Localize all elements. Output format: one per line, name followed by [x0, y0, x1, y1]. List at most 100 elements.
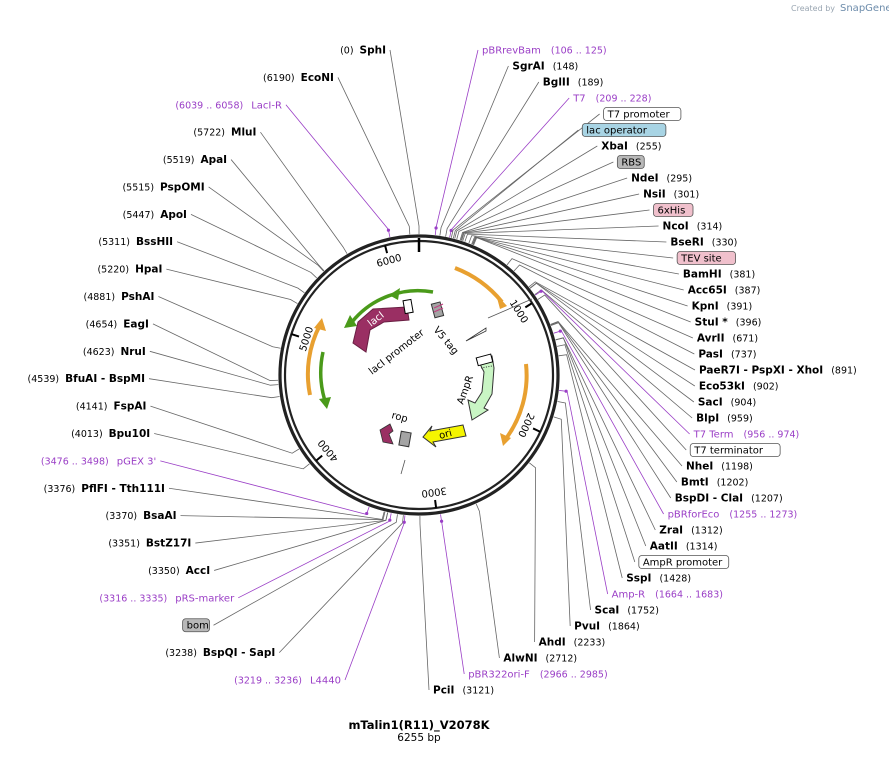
label-sphi[interactable]: (0)SphI: [340, 45, 386, 57]
primer-name: (6039 .. 6058)LacI-R: [175, 100, 282, 111]
ring-tick-label: 1000: [507, 298, 530, 325]
enzyme-label: PciI(3121): [433, 685, 494, 697]
enzyme-label: NcoI(314): [663, 221, 723, 233]
label-mlui[interactable]: (5722)MluI: [193, 127, 256, 139]
label-t7[interactable]: T7(209 .. 228): [572, 94, 651, 105]
label-bpu10i[interactable]: (4013)Bpu10I: [71, 428, 150, 440]
label-tevsite[interactable]: TEV site: [676, 251, 736, 265]
label-fspai[interactable]: (4141)FspAI: [76, 401, 147, 413]
label-nhei[interactable]: NheI(1198): [686, 461, 753, 473]
label-bsshii[interactable]: (5311)BssHII: [98, 236, 173, 248]
label-l4440[interactable]: (3219 .. 3236)L4440: [234, 676, 341, 687]
label-bglii[interactable]: BglII(189): [543, 77, 603, 89]
label-6xhis[interactable]: 6xHis: [653, 203, 694, 217]
label-xbai[interactable]: XbaI(255): [601, 141, 661, 153]
leader-line-avrii: [506, 258, 694, 339]
label-apoi[interactable]: (5447)ApoI: [123, 209, 187, 221]
label-ncoi[interactable]: NcoI(314): [663, 221, 723, 233]
label-t7term[interactable]: T7 Term(956 .. 974): [693, 430, 800, 441]
primer-name-text: pGEX 3': [117, 456, 157, 467]
primer-name: T7(209 .. 228): [572, 94, 651, 105]
leader-line-eagi: [152, 323, 279, 381]
label-bstz17i[interactable]: (3351)BstZ17I: [108, 538, 191, 550]
laci-promoter-label: lacI promoter: [367, 327, 427, 377]
label-zrai[interactable]: ZraI(1312): [659, 525, 722, 537]
enzyme-position: (330): [712, 238, 738, 249]
primer-range: (1255 .. 1273): [729, 510, 797, 521]
leader-line-paer7i: [528, 281, 696, 371]
label-scai[interactable]: ScaI(1752): [595, 605, 659, 617]
enzyme-label: (4654)EagI: [86, 318, 149, 330]
label-pbr322ori[interactable]: pBR322ori-F(2966 .. 2985): [468, 670, 607, 681]
label-bsaai[interactable]: (3370)BsaAI: [106, 510, 177, 522]
label-pgex3[interactable]: (3476 .. 3498)pGEX 3': [41, 456, 156, 467]
enzyme-name: PciI: [433, 685, 454, 697]
label-nrui[interactable]: (4623)NruI: [83, 346, 146, 358]
label-sgrai[interactable]: SgrAI(148): [512, 61, 578, 73]
v5-tag-label: V5 tag: [431, 325, 460, 357]
enzyme-label: (6190)EcoNI: [263, 72, 334, 84]
label-bamhi[interactable]: BamHI(381): [683, 269, 755, 281]
feature-box: [689, 443, 781, 457]
primer-marker-ampr: [564, 389, 568, 393]
leader-line-bpu10i: [154, 433, 310, 470]
leader-line-apai: [230, 159, 325, 272]
label-pbrforeco[interactable]: pBRforEco(1255 .. 1273): [668, 510, 798, 521]
label-acci[interactable]: (3350)AccI: [148, 565, 210, 577]
label-pspomi[interactable]: (5515)PspOMI: [122, 181, 204, 193]
label-bspqi[interactable]: (3238)BspQI - SapI: [165, 647, 275, 659]
label-prs-marker[interactable]: (3316 .. 3335)pRS-marker: [99, 593, 235, 604]
label-pbrrevbam[interactable]: pBRrevBam(106 .. 125): [482, 46, 607, 57]
label-pcii[interactable]: PciI(3121): [433, 685, 494, 697]
leader-line-pcii: [419, 515, 430, 691]
label-bfuai[interactable]: (4539)BfuAI - BspMI: [28, 373, 145, 385]
label-avrii[interactable]: AvrII(671): [697, 333, 758, 345]
label-lacop[interactable]: lac operator: [581, 123, 667, 137]
label-aatii[interactable]: AatII(1314): [650, 541, 718, 553]
label-hpai[interactable]: (5220)HpaI: [97, 264, 162, 276]
label-alwni[interactable]: AlwNI(2712): [503, 653, 577, 665]
label-ahdi[interactable]: AhdI(2233): [539, 637, 606, 649]
enzyme-position: (3370): [106, 511, 138, 522]
enzyme-name: BlpI: [696, 413, 719, 425]
label-bspdi[interactable]: BspDI - ClaI(1207): [675, 493, 783, 505]
leader-line-stui: [473, 237, 691, 323]
leader-line-bsshii: [176, 241, 305, 294]
label-bseri[interactable]: BseRI(330): [670, 237, 737, 249]
label-paer7i[interactable]: PaeR7I - PspXI - XhoI(891): [699, 365, 857, 377]
enzyme-label: KpnI(391): [692, 301, 753, 313]
label-econi[interactable]: (6190)EcoNI: [263, 72, 334, 84]
enzyme-name: BspDI - ClaI: [675, 493, 743, 505]
label-ndei[interactable]: NdeI(295): [631, 173, 692, 185]
label-bom[interactable]: bom: [182, 618, 210, 633]
label-stui[interactable]: StuI *(396): [695, 317, 762, 329]
label-t7promoter[interactable]: T7 promoter: [603, 107, 682, 121]
label-saci[interactable]: SacI(904): [698, 397, 756, 409]
enzyme-name: EcoNI: [301, 72, 334, 84]
label-bmti[interactable]: BmtI(1202): [681, 477, 748, 489]
label-amppromoter[interactable]: AmpR promoter: [638, 555, 730, 569]
label-pshai[interactable]: (4881)PshAI: [84, 291, 155, 303]
label-sspi[interactable]: SspI(1428): [626, 573, 691, 585]
label-eagi[interactable]: (4654)EagI: [86, 318, 149, 330]
ring-tick-label: 6000: [376, 253, 403, 270]
label-pflfi[interactable]: (3376)PflFI - Tth111I: [44, 483, 165, 495]
label-text: AmpR promoter: [643, 558, 723, 569]
green-arc-head-2: [344, 315, 357, 328]
label-blpi[interactable]: BlpI(959): [696, 413, 753, 425]
enzyme-position: (4881): [84, 292, 116, 303]
label-eco53ki[interactable]: Eco53kI(902): [699, 381, 779, 393]
label-laci-r[interactable]: (6039 .. 6058)LacI-R: [175, 100, 282, 111]
label-pasi[interactable]: PasI(737): [698, 349, 756, 361]
label-pvui[interactable]: PvuI(1864): [574, 621, 640, 633]
label-nsii[interactable]: NsiI(301): [643, 189, 699, 201]
leader-line-amppromoter: [556, 344, 636, 563]
label-apai[interactable]: (5519)ApaI: [163, 154, 227, 166]
label-kpni[interactable]: KpnI(391): [692, 301, 753, 313]
orange-arc-t7: [454, 266, 504, 304]
label-acc65i[interactable]: Acc65I(387): [688, 285, 761, 297]
label-ampr[interactable]: Amp-R(1664 .. 1683): [612, 590, 723, 601]
label-t7terminator[interactable]: T7 terminator: [689, 443, 781, 457]
enzyme-name: SphI: [360, 45, 386, 57]
label-rbs[interactable]: RBS: [616, 155, 645, 169]
